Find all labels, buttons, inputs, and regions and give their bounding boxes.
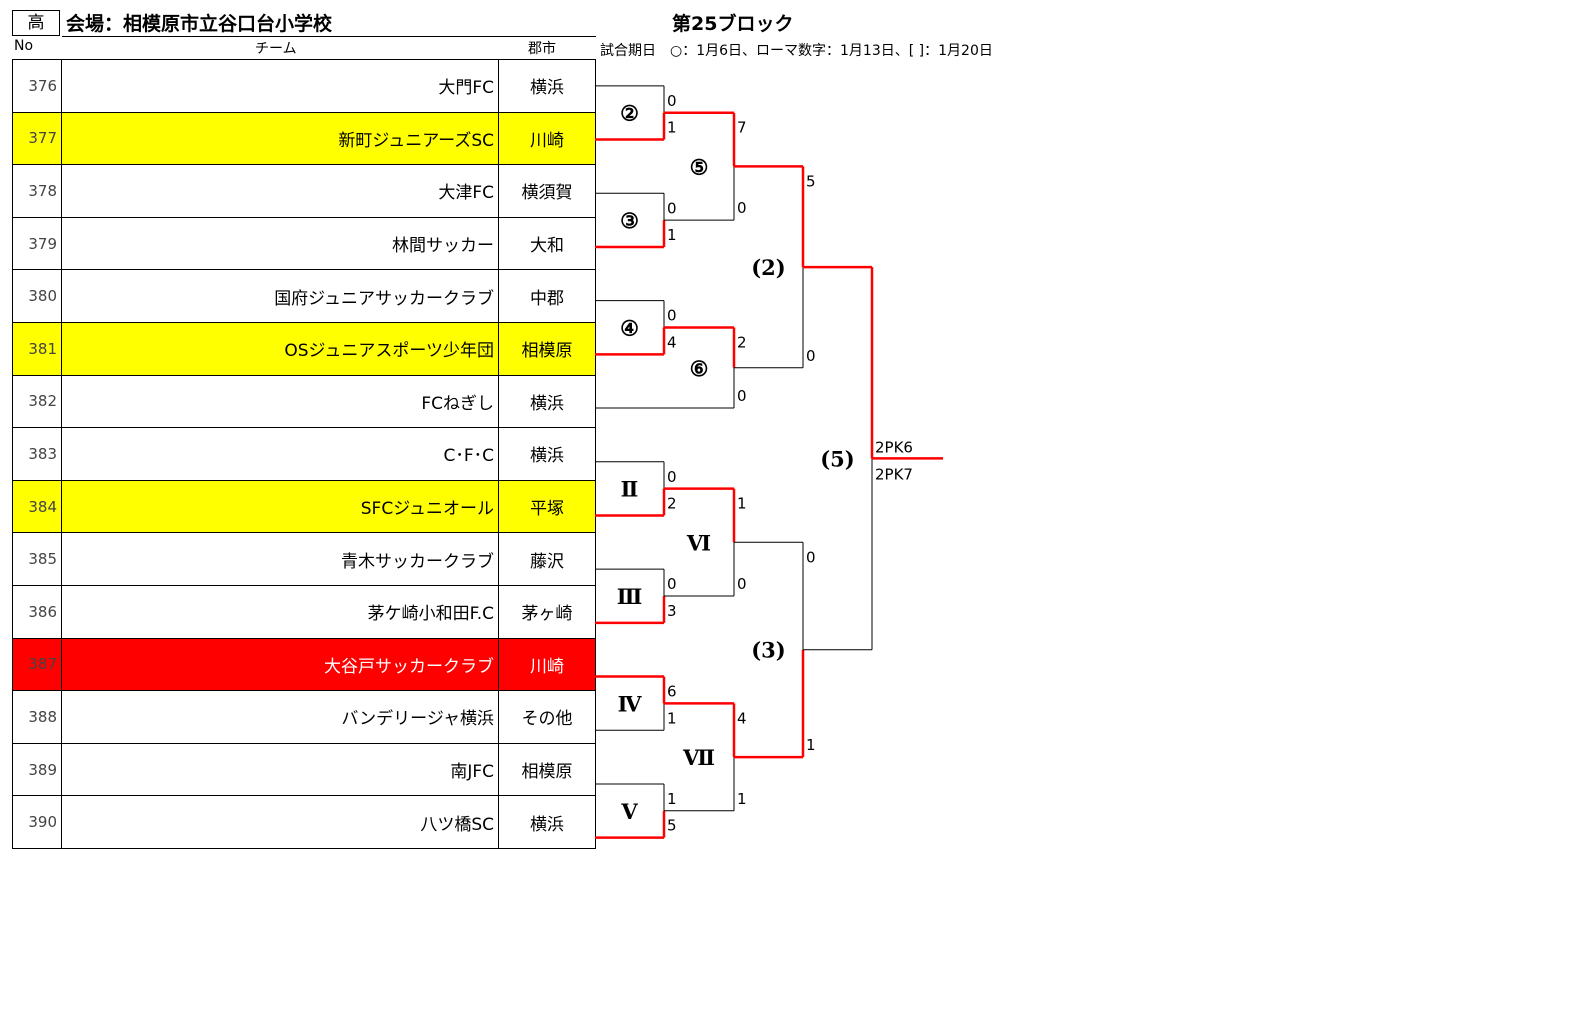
match-score: 0 [667, 199, 677, 217]
match-score: 0 [806, 548, 816, 566]
team-city: 横須賀 [498, 164, 596, 218]
match-label: ③ [620, 208, 639, 233]
match-score: 4 [667, 333, 677, 351]
match-score: 1 [806, 736, 816, 754]
column-header-city: 郡市 [528, 41, 556, 57]
match-score: 1 [667, 790, 677, 808]
match-label: ⑤ [690, 154, 709, 179]
match-score: 1 [737, 790, 747, 808]
team-number: 382 [12, 374, 62, 429]
team-name: 青木サッカークラブ [61, 532, 499, 586]
team-city: 相模原 [498, 321, 596, 376]
team-number: 377 [12, 111, 62, 166]
match-score: 3 [667, 602, 677, 620]
team-name: 南JFC [61, 742, 499, 797]
team-name: 国府ジュニアサッカークラブ [61, 269, 499, 323]
column-header-no: No [14, 38, 34, 54]
title-underline [62, 36, 596, 37]
team-number: 378 [12, 164, 62, 218]
match-label: Ⅱ [621, 477, 639, 502]
team-number: 385 [12, 532, 62, 586]
team-number: 383 [12, 427, 62, 481]
team-name: 新町ジュニアーズSC [61, 111, 499, 166]
match-score: 1 [667, 709, 677, 727]
team-name: 大津FC [61, 164, 499, 218]
match-score: 1 [667, 226, 677, 244]
match-label: ④ [620, 316, 639, 341]
match-label: ⑥ [690, 356, 709, 381]
team-name: OSジュニアスポーツ少年団 [61, 321, 499, 376]
team-number: 390 [12, 795, 62, 849]
team-number: 386 [12, 584, 62, 639]
match-score: 6 [667, 683, 677, 701]
match-score: 7 [737, 119, 747, 137]
match-score: 2PK7 [875, 465, 913, 483]
match-score: 5 [667, 817, 677, 835]
team-city: 平塚 [498, 479, 596, 534]
grade-badge: 高 [12, 10, 60, 36]
match-label: (2) [751, 255, 785, 280]
match-score: 0 [737, 575, 747, 593]
team-number: 389 [12, 742, 62, 797]
venue-title: 会場：相模原市立谷口台小学校 [66, 13, 333, 35]
match-score: 2 [737, 334, 747, 352]
team-number: 384 [12, 479, 62, 534]
match-label: (3) [751, 638, 785, 663]
team-city: 横浜 [498, 795, 596, 849]
team-city: その他 [498, 690, 596, 744]
match-score: 0 [667, 92, 677, 110]
match-score: 2PK6 [875, 438, 913, 456]
match-score: 0 [737, 387, 747, 405]
team-city: 横浜 [498, 427, 596, 481]
column-header-team: チーム [255, 41, 297, 57]
team-name: 林間サッカー [61, 216, 499, 271]
team-name: 八ツ橋SC [61, 795, 499, 849]
match-label: (5) [820, 446, 854, 471]
team-name: SFCジュニオール [61, 479, 499, 534]
match-label: Ⅶ [682, 745, 715, 770]
match-label: ② [620, 101, 639, 126]
match-score: 5 [806, 172, 816, 190]
match-score: 1 [737, 495, 747, 513]
match-label: Ⅳ [618, 691, 643, 716]
match-score: 0 [667, 307, 677, 325]
match-label: Ⅲ [617, 584, 643, 609]
match-label: Ⅵ [686, 530, 711, 555]
block-title: 第25ブロック [672, 13, 794, 35]
match-score: 4 [737, 709, 747, 727]
match-score: 2 [667, 494, 677, 512]
team-number: 381 [12, 321, 62, 376]
team-name: C･F･C [61, 427, 499, 481]
team-city: 藤沢 [498, 532, 596, 586]
match-date-legend: 試合期日 ○：1月6日、ローマ数字：1月13日、[ ]：1月20日 [600, 43, 993, 59]
match-label: Ⅴ [620, 799, 638, 824]
team-city: 川崎 [498, 111, 596, 166]
match-score: 0 [667, 468, 677, 486]
match-score: 0 [806, 347, 816, 365]
match-score: 0 [737, 199, 747, 217]
match-score: 0 [667, 575, 677, 593]
team-city: 横浜 [498, 374, 596, 429]
match-score: 1 [667, 119, 677, 137]
team-city: 茅ヶ崎 [498, 584, 596, 639]
team-city: 大和 [498, 216, 596, 271]
team-city: 中郡 [498, 269, 596, 323]
team-number: 388 [12, 690, 62, 744]
team-city: 川崎 [498, 637, 596, 692]
